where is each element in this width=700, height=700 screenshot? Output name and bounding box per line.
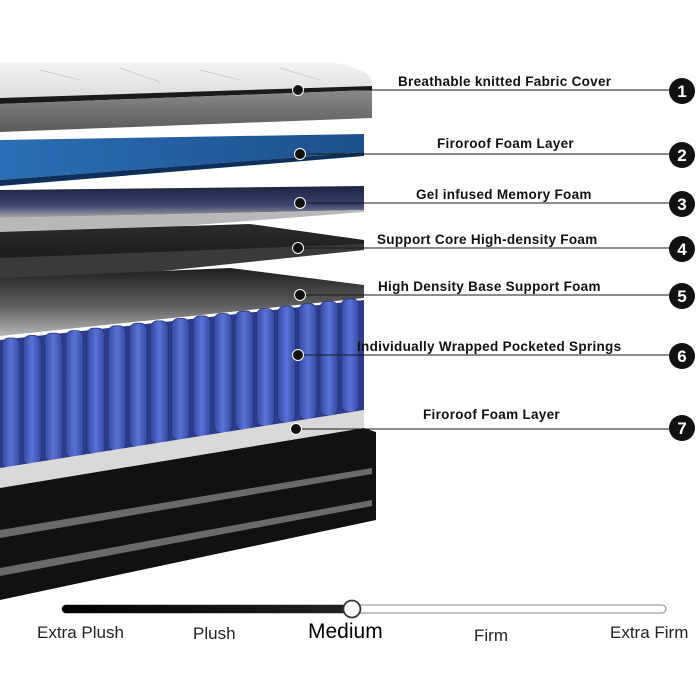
layer-number-text: 5 <box>677 287 686 306</box>
layer-5-label: High Density Base Support Foam <box>378 279 601 294</box>
layer-number-text: 4 <box>677 240 687 259</box>
firmness-label-plush: Plush <box>193 624 236 643</box>
firmness-knob <box>342 599 362 619</box>
layer-number-text: 3 <box>677 195 686 214</box>
spring-coil <box>1 337 21 469</box>
layer-number-badge <box>669 78 695 104</box>
callout-dot <box>292 84 304 96</box>
firmness-label-firm: Firm <box>474 626 508 645</box>
spring-coil <box>171 317 191 441</box>
callout-dot <box>292 349 304 361</box>
callout-dot <box>294 148 306 160</box>
layer-number-text: 2 <box>677 146 686 165</box>
spring-coil <box>65 330 84 458</box>
firmness-label-extra-plush: Extra Plush <box>37 623 124 642</box>
layer-number-badge <box>669 415 695 441</box>
firmness-slider <box>61 599 667 619</box>
spring-coil <box>86 327 106 455</box>
layer-4-label: Support Core High-density Foam <box>377 232 598 247</box>
layer-number-badge <box>669 236 695 262</box>
callout-dot <box>294 197 306 209</box>
layer-number-text: 6 <box>677 347 686 366</box>
fabric-cover-layer <box>0 62 372 132</box>
layer-7-label: Firoroof Foam Layer <box>423 407 560 422</box>
firmness-label-extra-firm: Extra Firm <box>610 623 689 642</box>
layer-2-label: Firoroof Foam Layer <box>437 136 574 151</box>
layer-number-text: 7 <box>677 419 686 438</box>
layer-6-label: Individually Wrapped Pocketed Springs <box>357 339 622 354</box>
base-support-foam-layer <box>0 268 364 336</box>
spring-coil <box>192 315 212 437</box>
layer-number-badge <box>669 142 695 168</box>
layer-3-label: Gel infused Memory Foam <box>416 187 592 202</box>
spring-coil <box>255 308 275 427</box>
spring-coil <box>128 322 148 448</box>
spring-coil <box>22 335 42 465</box>
layer-number-badge <box>669 283 695 309</box>
spring-coil <box>298 303 318 420</box>
spring-coil <box>277 305 297 423</box>
layer-1-label: Breathable knitted Fabric Cover <box>398 74 612 89</box>
spring-coil <box>44 332 63 462</box>
spring-coil <box>319 300 339 416</box>
layer-number-text: 1 <box>677 82 686 101</box>
callout-dot <box>294 289 306 301</box>
layer-number-badge <box>669 191 695 217</box>
spring-coil <box>107 325 127 451</box>
firoroof-foam-layer-bottom <box>0 410 376 600</box>
firoroof-foam-layer-top <box>0 134 364 186</box>
spring-coil <box>234 310 254 430</box>
callout-dot <box>292 242 304 254</box>
layer-number-badge <box>669 343 695 369</box>
firmness-label-medium: Medium <box>308 620 383 643</box>
callout-dot <box>290 423 302 435</box>
spring-coil <box>149 320 169 444</box>
spring-coil <box>213 313 233 434</box>
pocketed-springs-layer <box>0 298 364 470</box>
